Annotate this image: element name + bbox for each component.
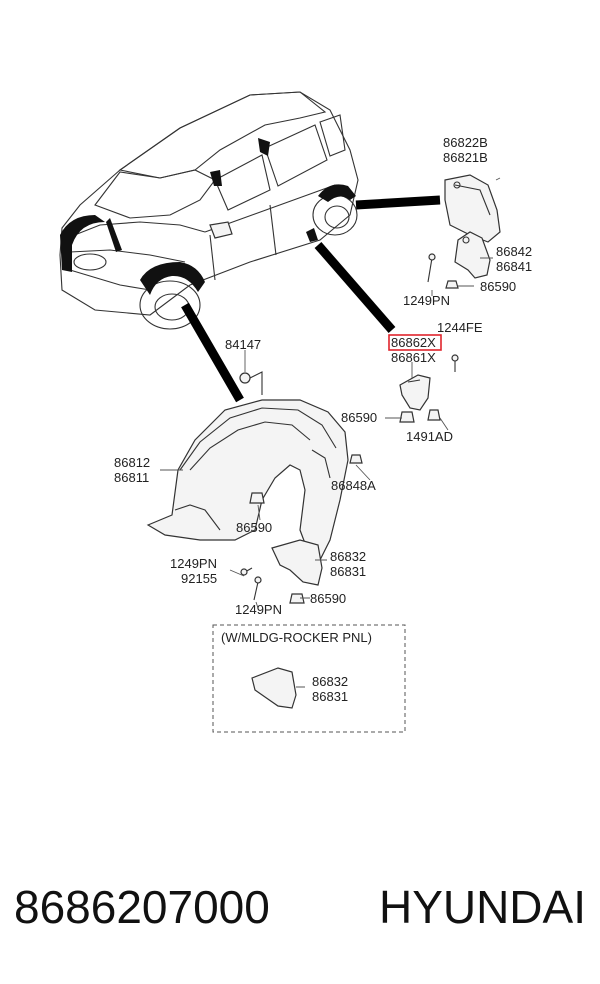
label-86590-bracket: 86590 [341, 410, 377, 425]
label-86841: 86841 [496, 259, 532, 274]
callout-arrows [181, 195, 441, 403]
label-86811: 86811 [114, 470, 149, 485]
option-note: (W/MLDG-ROCKER PNL) [221, 630, 372, 645]
label-86832-flap: 86832 [330, 549, 366, 564]
label-86822b: 86822B [443, 135, 488, 150]
rear-wheel-guard-part [444, 174, 501, 243]
label-86831-option: 86831 [312, 689, 348, 704]
label-86590-bottom: 86590 [310, 591, 346, 606]
parts-diagram: 86822B 86821B 86842 86841 86590 1249PN 1… [59, 91, 532, 733]
label-86848a: 86848A [331, 478, 376, 493]
fastener-icons-rear [427, 253, 459, 289]
mud-guard-bracket-part [399, 354, 459, 423]
label-1249pn-rear: 1249PN [403, 293, 450, 308]
part-labels: 86822B 86821B 86842 86841 86590 1249PN 1… [114, 135, 532, 704]
label-86861x: 86861X [391, 350, 436, 365]
label-86842: 86842 [496, 244, 532, 259]
label-86821b: 86821B [443, 150, 488, 165]
label-86812: 86812 [114, 455, 150, 470]
option-box [212, 624, 406, 733]
car-illustration [59, 91, 359, 330]
label-1491ad: 1491AD [406, 429, 453, 444]
label-86590-guard: 86590 [236, 520, 272, 535]
label-84147: 84147 [225, 337, 261, 352]
label-86862x: 86862X [391, 335, 436, 350]
highlight-box [388, 334, 442, 351]
label-1249pn-left: 1249PN [170, 556, 217, 571]
label-86832-option: 86832 [312, 674, 348, 689]
label-86831-flap: 86831 [330, 564, 366, 579]
label-1244fe: 1244FE [437, 320, 483, 335]
leader-lines [160, 177, 501, 688]
label-92155: 92155 [181, 571, 217, 586]
front-mud-flap-part [240, 539, 323, 604]
rear-mud-flap-part [454, 231, 491, 279]
label-86590-rear: 86590 [480, 279, 516, 294]
label-1249pn-bottom: 1249PN [235, 602, 282, 617]
front-wheel-guard-part [146, 371, 363, 572]
part-number-text: 8686207000 [14, 881, 270, 933]
brand-text: HYUNDAI [378, 881, 586, 933]
